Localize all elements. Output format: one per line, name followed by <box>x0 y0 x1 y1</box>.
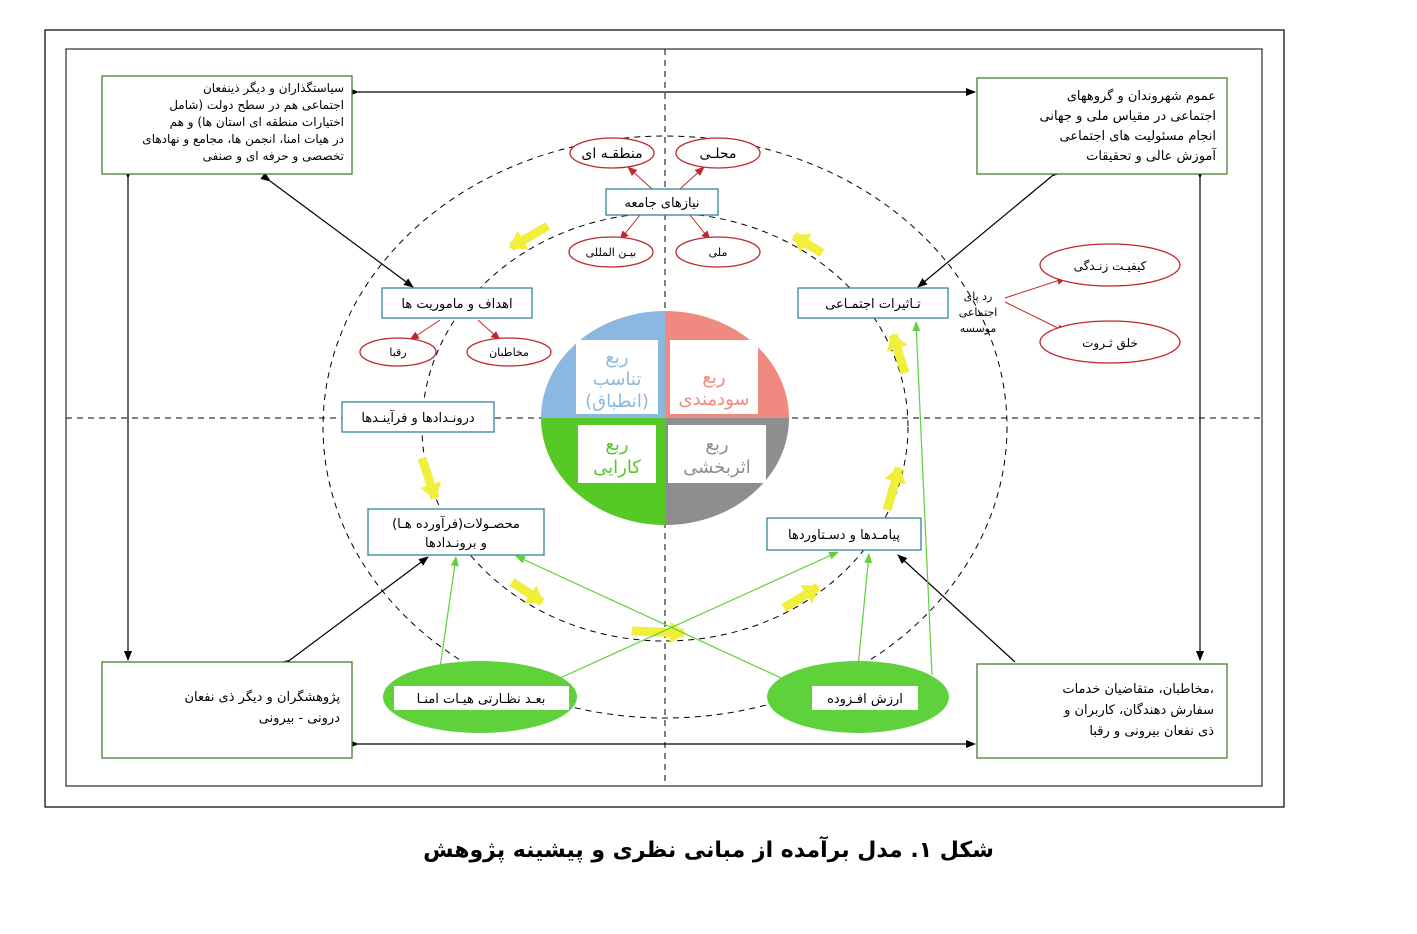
policymakers-line2: اجتماعی هم در سطح دولت (شامل <box>169 98 344 113</box>
policymakers-line1: سیاستگذاران و دیگر ذینفعان <box>203 81 344 96</box>
label-goals: اهداف و ماموریت ها <box>401 297 512 312</box>
yellow-arrow-6 <box>509 578 545 606</box>
label-needs: نیازهای جامعه <box>624 196 699 211</box>
label-products-line1: محصـولات(فرآورده هـا) <box>392 515 520 532</box>
quadrant-br-line1: ربع <box>705 434 728 455</box>
quadrant-tl-line1: ربع <box>605 347 628 368</box>
yellow-arrow-3 <box>417 456 442 500</box>
ellipse-quality-of-life <box>1039 243 1181 287</box>
label-rivals: رقبا <box>389 346 406 359</box>
box-needs <box>605 188 719 216</box>
label-quality-of-life: کیفیـت زنـدگی <box>1074 259 1147 274</box>
arrow-impacts-quality <box>1004 277 1067 299</box>
yellow-arrow-7 <box>631 621 686 644</box>
label-value-added: ارزش افـزوده <box>827 692 903 707</box>
label-outcomes: پیامـدها و دسـتاوردها <box>788 528 900 543</box>
yellow-arrow-5 <box>882 466 906 512</box>
box-researchers <box>101 661 353 759</box>
ellipse-audience <box>466 337 552 367</box>
citizens-line3: انجام مسئولیت های اجتماعی <box>1059 129 1216 144</box>
green-arrow-board-products <box>439 556 459 669</box>
arrow-goals-rivals <box>409 319 441 341</box>
outer-dashed-circle <box>322 135 1008 719</box>
value-added-label-bg <box>812 686 918 710</box>
quadrant-br-line2: اثربخشی <box>683 457 751 478</box>
arrow-tr-impacts <box>917 167 1062 288</box>
label-international: بیـن المللی <box>586 246 637 259</box>
box-goals <box>381 287 533 319</box>
box-inputs <box>341 401 495 433</box>
quadrant-label-bg-tr <box>670 340 758 414</box>
green-arrow-value-products <box>515 555 793 684</box>
quadrant-tl-line3: (انطباق) <box>585 391 649 412</box>
quadrant-tr-line1: ربع <box>702 367 725 388</box>
audiences-line1: مخاطبان، متقاضیان خدمات، <box>1062 682 1214 697</box>
label-impacts: تـاثیرات اجتمـاعی <box>825 297 921 312</box>
researchers-line1: پژوهشگران و دیگر ذی نفعان <box>184 689 340 705</box>
ellipse-regional <box>569 137 655 169</box>
ellipse-national <box>675 236 761 268</box>
arrow-needs-international <box>619 214 641 241</box>
arrow-needs-local <box>679 166 705 190</box>
quadrant-tl-line2: تناسب <box>593 369 642 390</box>
policymakers-line5: تخصصی و حرفه ای و صنفی <box>203 149 344 164</box>
quadrant-tr-line2: سودمندی <box>678 389 749 410</box>
citizens-line2: اجتماعی در مقیاس ملی و جهانی <box>1040 109 1216 124</box>
policymakers-line3: اختیارات منطقه ای استان ها) و هم <box>170 115 344 130</box>
green-arrow-board-outcomes <box>559 551 839 679</box>
arrow-bl-products <box>280 556 429 669</box>
box-outcomes <box>766 517 922 551</box>
label-products-line2: و برونـدادها <box>425 536 487 551</box>
quadrant-label-bg-tl <box>576 340 658 414</box>
green-arrow-value-outcomes <box>857 553 873 668</box>
ellipse-rivals <box>359 337 437 367</box>
figure-caption: شکل ۱. مدل برآمده از مبانی نظری و پیشینه… <box>423 838 994 863</box>
yellow-arrow-4 <box>886 333 910 375</box>
policymakers-line4: در هیات امنا، انجمن ها، مجامع و نهادهای <box>142 132 344 147</box>
box-policymakers <box>101 75 353 175</box>
arrow-tl-goals <box>260 172 414 288</box>
ellipse-local <box>675 137 761 169</box>
box-citizens <box>976 77 1228 175</box>
audiences-line2: سفارش دهندگان، کاربران و <box>1063 702 1214 718</box>
ellipse-international <box>568 236 654 268</box>
arrow-goals-audience <box>477 319 501 341</box>
outer-frame <box>44 29 1285 808</box>
citizens-line1: عموم شهروندان و گروههای <box>1067 88 1216 104</box>
label-audience: مخاطبان <box>489 346 529 359</box>
footprint-line3: موسسه <box>960 322 997 335</box>
label-board: بعـد نظـارتی هیـات امنـا <box>417 692 546 707</box>
quadrant-label-bg-bl <box>578 425 656 483</box>
arrow-needs-regional <box>627 166 653 190</box>
green-arrow-value-impacts <box>912 321 933 676</box>
quadrant-label-bg-br <box>668 425 766 483</box>
box-audiences <box>976 663 1228 759</box>
footprint-line1: رد پای <box>964 290 993 303</box>
quadrant-bl-line2: کارایی <box>593 457 641 478</box>
arrow-impacts-wealth <box>1004 301 1067 333</box>
yellow-arrow-8 <box>781 583 821 612</box>
label-wealth: خلق ثـروت <box>1082 336 1138 351</box>
researchers-line2: درونی - بیرونی <box>259 711 340 726</box>
yellow-arrow-1 <box>508 222 551 251</box>
board-label-bg <box>394 686 569 710</box>
ellipse-wealth <box>1039 320 1181 364</box>
box-products <box>367 508 545 556</box>
citizens-line4: آموزش عالی و تحقیقات <box>1086 147 1217 164</box>
yellow-arrow-2 <box>791 232 825 257</box>
arrow-needs-national <box>689 214 711 241</box>
label-regional: منطقـه ای <box>581 146 642 162</box>
quadrant-circle: ربع تناسب (انطباق) ربع سودمندی ربع کارای… <box>541 311 789 525</box>
label-local: محلـی <box>700 146 737 162</box>
footprint-line2: اجتماعی <box>959 306 998 319</box>
label-national: ملی <box>709 246 728 259</box>
audiences-line3: ذی نفعان بیرونی و رقبا <box>1089 724 1214 739</box>
box-impacts <box>797 287 949 319</box>
quadrant-bl-line1: ربع <box>605 434 628 455</box>
arrow-br-outcomes <box>897 554 1016 663</box>
label-inputs: درونـدادها و فرآینـدها <box>361 409 475 426</box>
